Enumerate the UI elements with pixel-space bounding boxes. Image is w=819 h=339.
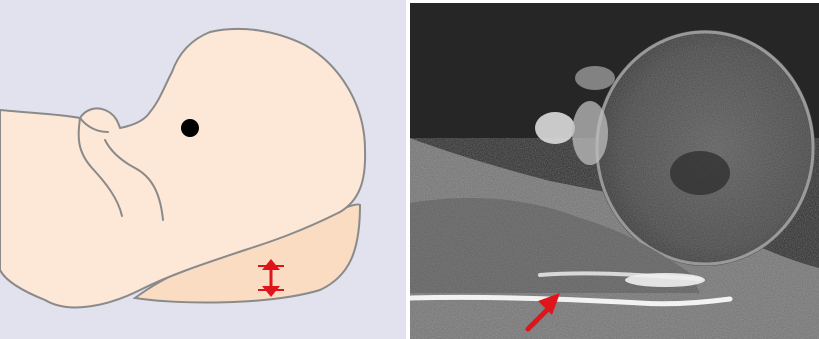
fetus-illustration — [0, 0, 406, 339]
face-echo — [535, 112, 575, 144]
ventricle — [670, 151, 730, 195]
ultrasound-panel — [410, 3, 819, 339]
jaw-echo — [572, 101, 608, 165]
ultrasound-image — [410, 3, 819, 339]
fetus-eye — [181, 119, 199, 137]
illustration-panel — [0, 0, 406, 339]
forehead-echo — [575, 66, 615, 90]
nuchal-bright-spot — [625, 273, 705, 287]
